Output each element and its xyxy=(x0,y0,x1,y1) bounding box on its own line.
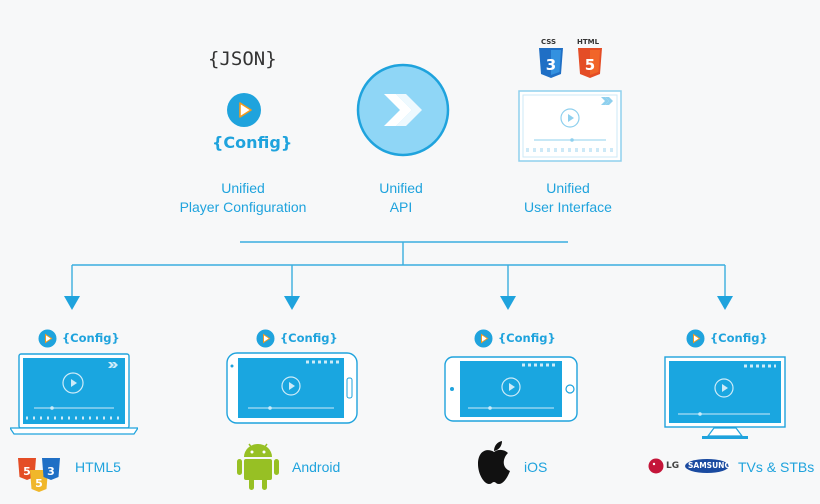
svg-text:5: 5 xyxy=(585,56,595,74)
html5-icon: 5 xyxy=(578,48,602,78)
caption-api-line2: API xyxy=(389,199,413,215)
laptop-device xyxy=(10,353,138,435)
arrow-down-icon xyxy=(500,296,516,310)
svg-text:3: 3 xyxy=(47,465,55,478)
svg-text:3: 3 xyxy=(546,56,556,74)
play-circle-icon xyxy=(227,93,261,127)
svg-text:5: 5 xyxy=(35,477,43,490)
play-circle-icon xyxy=(474,329,493,348)
json-label: {JSON} xyxy=(208,48,277,70)
api-logo-icon xyxy=(356,63,450,157)
platform-label-tvs: TVs & STBs xyxy=(738,459,815,475)
platform-config-label: {Config} xyxy=(62,331,120,345)
config-label: {Config} xyxy=(212,133,293,152)
css-badge-text: CSS xyxy=(541,38,557,46)
player-ui-mockup xyxy=(518,90,622,162)
android-phone-device xyxy=(226,352,358,424)
platform-label-ios: iOS xyxy=(524,459,548,475)
platform-config-label: {Config} xyxy=(710,331,768,345)
css3-icon: 3 xyxy=(539,48,563,78)
iphone-device xyxy=(444,356,578,422)
caption-api-line1: Unified xyxy=(379,180,423,196)
lg-logo-icon xyxy=(648,458,664,474)
platform-config-label: {Config} xyxy=(280,331,338,345)
lg-brand: LG xyxy=(666,461,680,471)
android-icon xyxy=(237,443,279,490)
samsung-brand: SAMSUNG xyxy=(688,461,731,470)
play-circle-icon xyxy=(256,329,275,348)
samsung-logo-icon xyxy=(685,459,729,473)
caption-ui-line1: Unified xyxy=(546,180,590,196)
platform-label-html5: HTML5 xyxy=(75,459,121,475)
arrow-down-icon xyxy=(64,296,80,310)
play-circle-icon xyxy=(38,329,57,348)
platform-label-android: Android xyxy=(292,459,341,475)
arrow-down-icon xyxy=(717,296,733,310)
tv-device xyxy=(664,356,786,439)
platform-config-label: {Config} xyxy=(498,331,556,345)
apple-icon xyxy=(478,441,510,484)
css3-icon: 3 xyxy=(42,458,60,480)
connector-lines xyxy=(64,241,733,310)
caption-config-line2: Player Configuration xyxy=(179,199,307,215)
caption-ui-line2: User Interface xyxy=(524,199,612,215)
arrow-down-icon xyxy=(284,296,300,310)
html-badge-text: HTML xyxy=(577,38,600,46)
caption-config-line1: Unified xyxy=(221,180,265,196)
play-circle-icon xyxy=(686,329,705,348)
svg-text:5: 5 xyxy=(23,465,31,478)
